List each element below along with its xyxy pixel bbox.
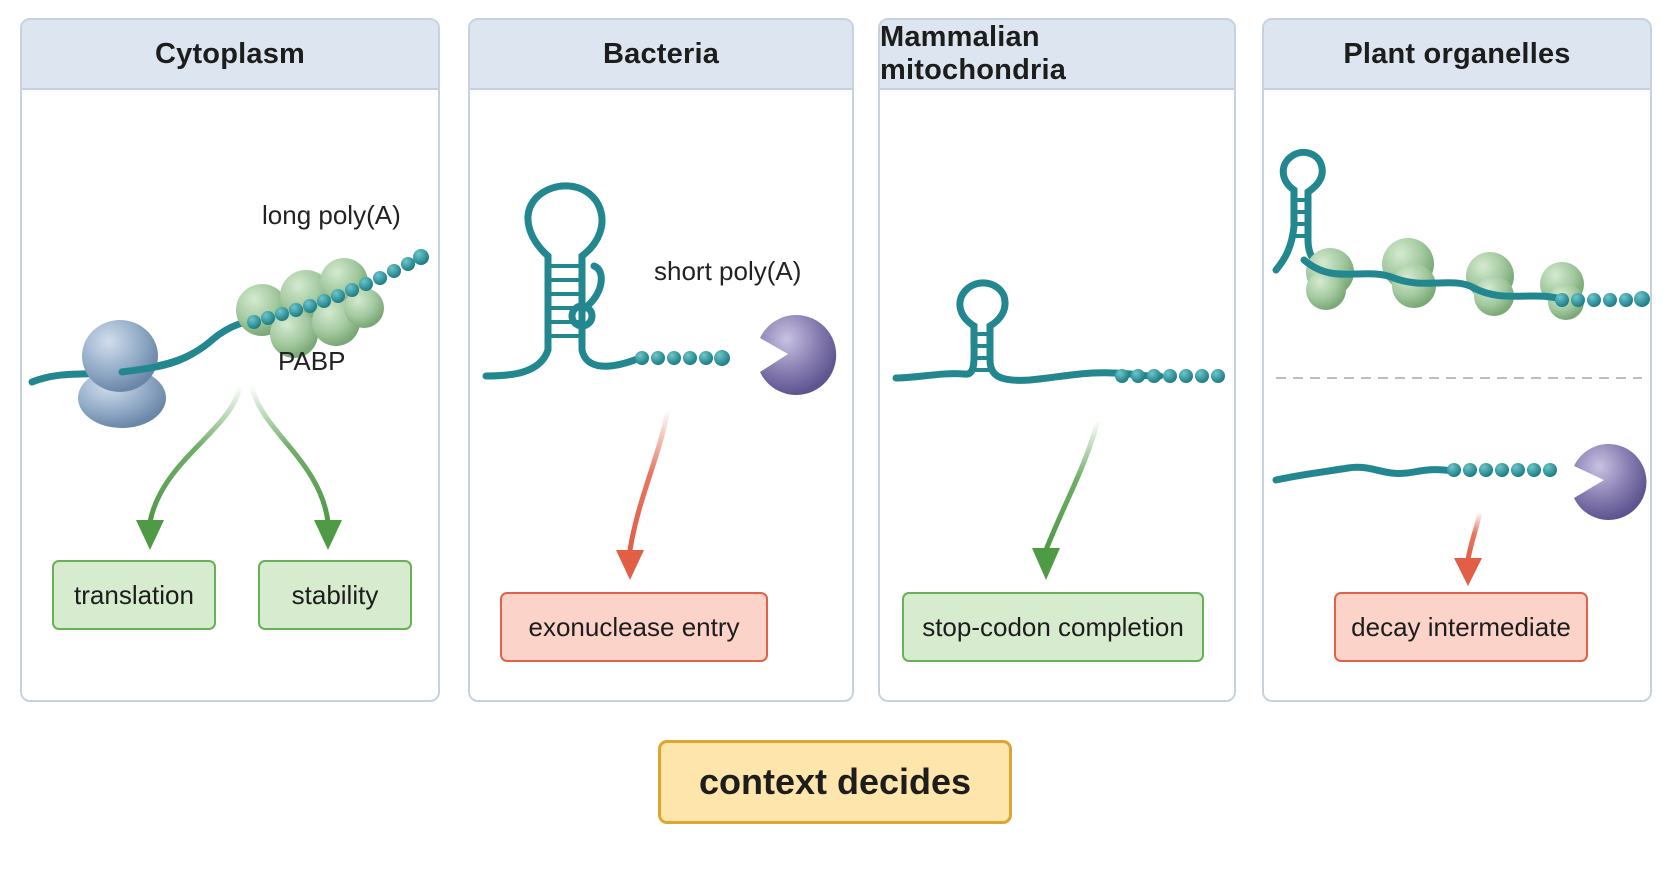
hairpin-stem-rungs <box>974 332 990 372</box>
bacteria-illustration <box>482 182 837 580</box>
arrow-to-stability <box>249 383 331 525</box>
arrow-to-translation <box>147 383 243 525</box>
panel-plant-organelles: Plant organelles decay intermediate <box>1262 18 1652 702</box>
panel-title: Cytoplasm <box>22 20 438 90</box>
long-poly-a-label: long poly(A) <box>262 200 401 230</box>
exonuclease-icon <box>760 315 837 395</box>
panel-mammalian-mitochondria: Mammalian mitochondria stop-codon comple… <box>878 18 1236 702</box>
summary-box: context decides <box>658 740 1012 824</box>
outcome-stop-codon-completion: stop-codon completion <box>902 592 1204 662</box>
arrow-to-decay <box>1465 509 1483 563</box>
outcome-stability: stability <box>258 560 412 630</box>
exonuclease-icon <box>1574 443 1647 520</box>
poly-a-tail-icon <box>247 249 429 329</box>
plant-organelles-illustration <box>1272 149 1650 586</box>
poly-a-tail-icon <box>1555 291 1650 307</box>
panel-title: Mammalian mitochondria <box>880 20 1234 90</box>
short-poly-a-label: short poly(A) <box>654 256 802 286</box>
ribosome-icon <box>78 320 166 428</box>
poly-a-tail-icon <box>635 350 730 366</box>
arrow-to-stop-codon <box>1043 417 1101 553</box>
outcome-exonuclease-entry: exonuclease entry <box>500 592 768 662</box>
hairpin-stem-rungs <box>1294 198 1308 238</box>
poly-a-tail-icon <box>1115 369 1225 383</box>
poly-a-tail-icon <box>1447 463 1557 477</box>
pabp-icon <box>1306 238 1584 320</box>
panel-title: Bacteria <box>470 20 852 90</box>
cytoplasm-illustration <box>28 249 429 550</box>
arrow-to-exonuclease <box>627 407 671 553</box>
panel-bacteria: Bacteria short poly(A) exonuclease entry <box>468 18 854 702</box>
panel-title: Plant organelles <box>1264 20 1650 90</box>
hairpin-stem-rungs <box>548 264 582 338</box>
hairpin-icon <box>1272 149 1348 274</box>
hairpin-icon <box>892 279 1164 384</box>
pabp-label: PABP <box>278 346 346 376</box>
outcome-translation: translation <box>52 560 216 630</box>
outcome-decay-intermediate: decay intermediate <box>1334 592 1588 662</box>
panel-cytoplasm: Cytoplasm long poly(A) PABP translation … <box>20 18 440 702</box>
mitochondria-illustration <box>892 279 1225 580</box>
